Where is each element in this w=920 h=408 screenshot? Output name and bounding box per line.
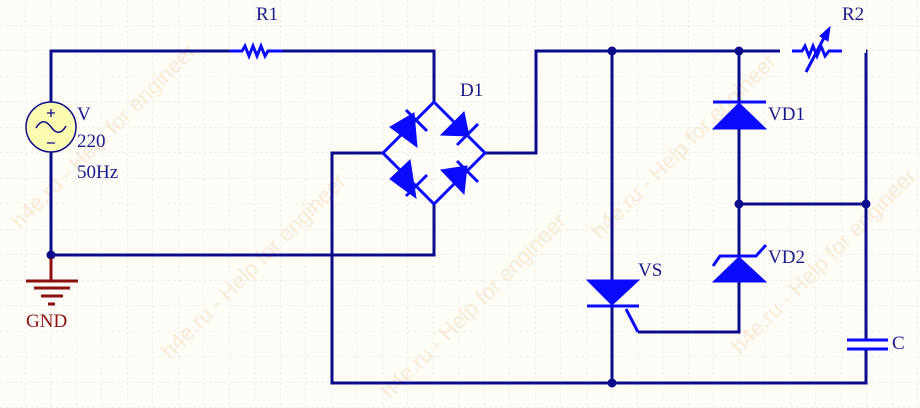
capacitor-c-icon[interactable]	[847, 338, 888, 351]
resistor-r1-icon[interactable]	[230, 41, 282, 61]
diode-bridge-d1-icon[interactable]	[380, 99, 488, 207]
diode-vd1-icon[interactable]	[711, 100, 768, 130]
ac-source-icon[interactable]	[25, 101, 77, 153]
vd1-label: VD1	[768, 104, 805, 125]
d1-label: D1	[460, 80, 483, 101]
vs-label: VS	[638, 260, 662, 281]
r1-label: R1	[256, 4, 278, 25]
source-voltage: 220	[77, 131, 106, 152]
vd2-label: VD2	[768, 247, 805, 268]
source-name: V	[77, 104, 91, 125]
junction-dots	[46, 46, 871, 388]
variable-resistor-r2-icon[interactable]	[780, 25, 866, 73]
ground-icon	[26, 258, 78, 306]
source-frequency: 50Hz	[77, 162, 118, 183]
r2-label: R2	[842, 4, 864, 25]
zener-diode-vd2-icon[interactable]	[711, 243, 768, 283]
gnd-label: GND	[26, 311, 67, 332]
c-label: C	[892, 333, 905, 354]
thyristor-vs-icon[interactable]	[585, 279, 641, 333]
